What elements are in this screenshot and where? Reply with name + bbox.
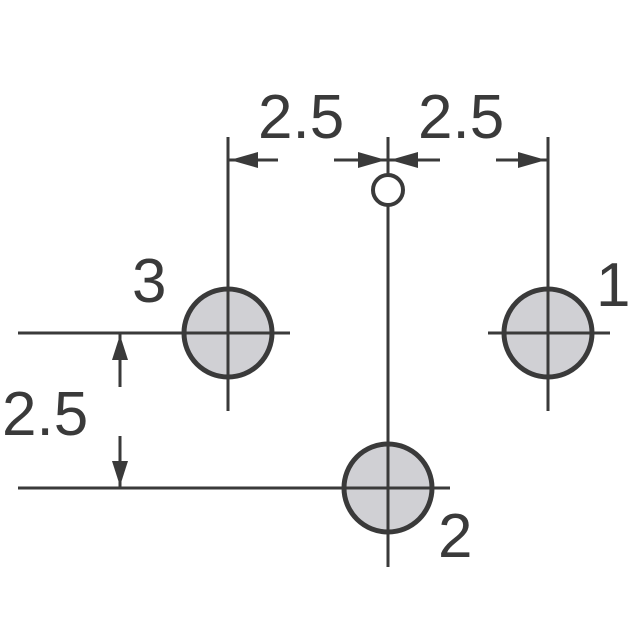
reference-origin-circle <box>371 173 405 207</box>
pin-3-pad <box>180 285 276 381</box>
pin-1-pad <box>500 285 596 381</box>
top-right-dimension-label: 2.5 <box>418 83 504 152</box>
left-vertical-dimension-label: 2.5 <box>2 380 88 449</box>
pin-2-label: 2 <box>438 502 472 571</box>
left-vertical-dimension-arrows <box>112 333 128 488</box>
top-right-dimension-arrows <box>389 152 548 168</box>
pin-1-label: 1 <box>596 251 630 320</box>
pin-3-label: 3 <box>132 247 166 316</box>
top-left-dimension-arrows <box>228 152 387 168</box>
pin-2-pad <box>340 440 436 536</box>
top-left-dimension-label: 2.5 <box>258 83 344 152</box>
